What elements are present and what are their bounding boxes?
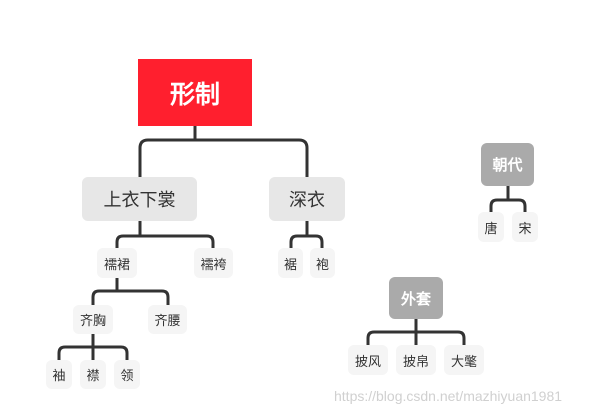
node-ling[interactable]: 领 — [114, 360, 140, 389]
node-xiu[interactable]: 袖 — [46, 360, 72, 389]
node-dachang[interactable]: 大氅 — [444, 345, 484, 375]
node-shangyi-xiashang[interactable]: 上衣下裳 — [82, 177, 197, 221]
connector-shangyi — [115, 221, 215, 248]
connector-root — [138, 126, 309, 177]
connector-ruqun — [91, 278, 170, 305]
connector-dynasty — [489, 186, 527, 212]
connector-outerwear — [366, 319, 466, 345]
node-dynasty[interactable]: 朝代 — [481, 143, 534, 186]
node-tang[interactable]: 唐 — [478, 212, 504, 242]
node-shenyi[interactable]: 深衣 — [269, 177, 345, 221]
node-jin[interactable]: 襟 — [80, 360, 106, 389]
node-pibo[interactable]: 披帛 — [396, 345, 436, 375]
node-ruku[interactable]: 襦袴 — [194, 248, 233, 278]
node-ruqun[interactable]: 襦裙 — [97, 248, 137, 278]
node-song[interactable]: 宋 — [512, 212, 538, 242]
node-pifeng[interactable]: 披风 — [348, 345, 388, 375]
node-qixiong[interactable]: 齐胸 — [73, 305, 113, 334]
node-outerwear[interactable]: 外套 — [389, 277, 443, 319]
connector-shenyi — [289, 221, 324, 248]
connector-qixiong — [57, 333, 129, 360]
node-ju[interactable]: 裾 — [278, 248, 303, 278]
root-node[interactable]: 形制 — [138, 59, 252, 126]
node-qiyao[interactable]: 齐腰 — [148, 305, 187, 334]
node-pao[interactable]: 袍 — [310, 248, 335, 278]
watermark: https://blog.csdn.net/mazhiyuan1981 — [334, 388, 563, 404]
